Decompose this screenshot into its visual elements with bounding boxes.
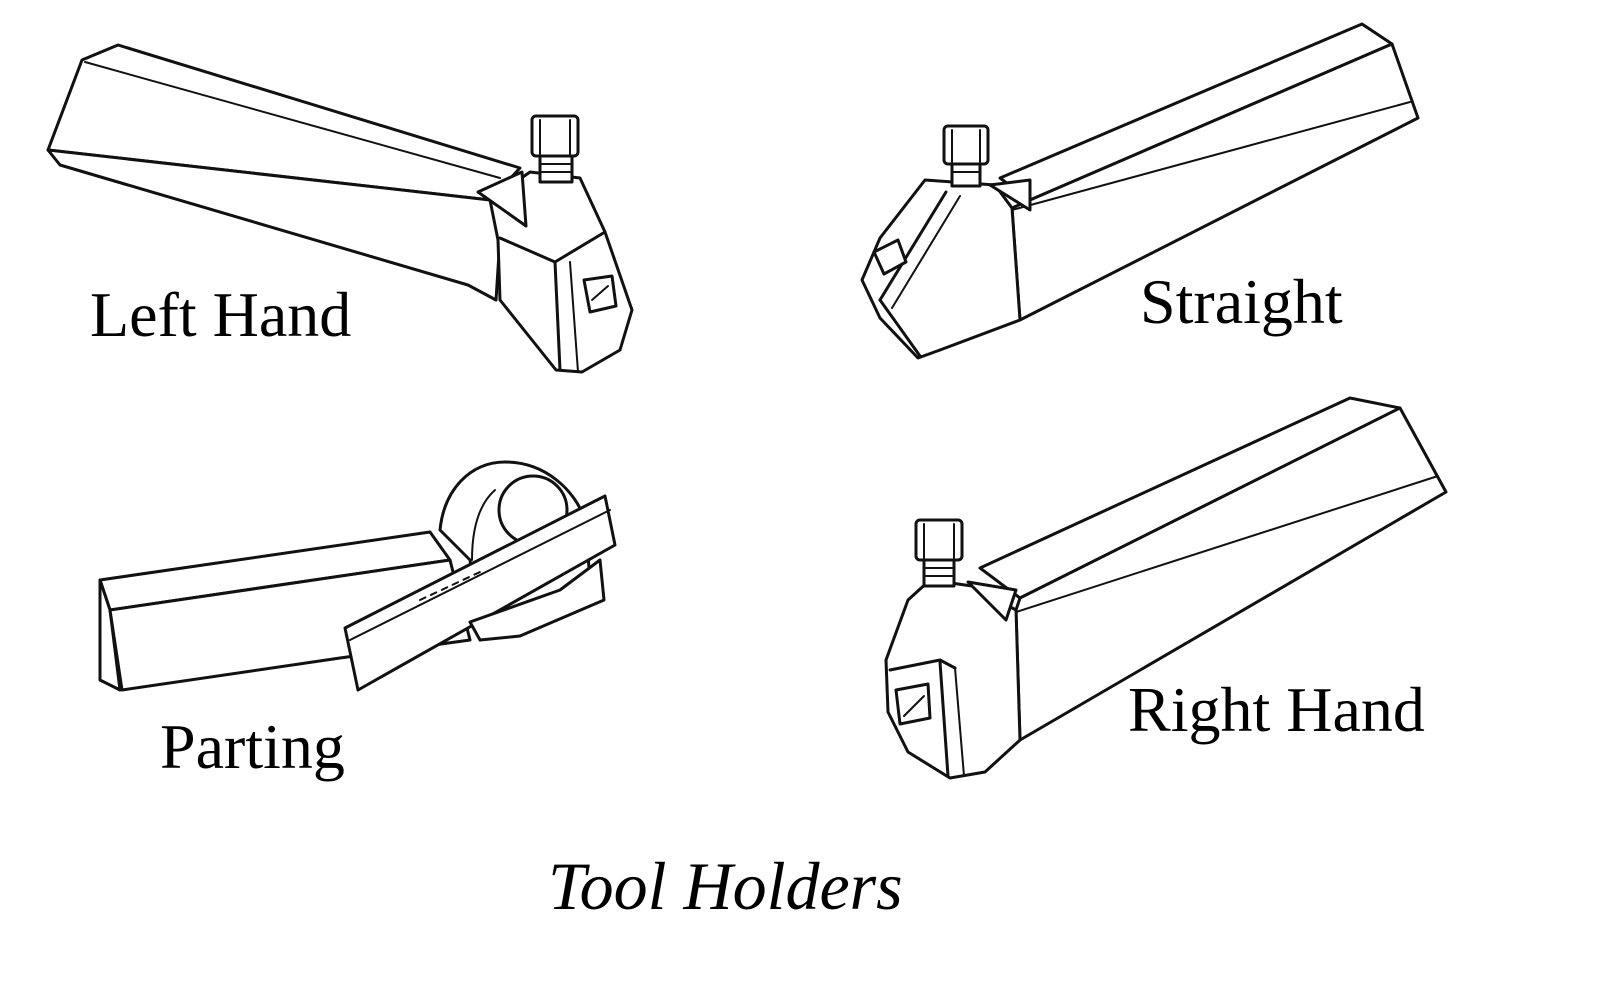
label-right-hand: Right Hand — [1128, 674, 1425, 745]
straight-tool-holder — [860, 22, 1420, 360]
label-straight: Straight — [1140, 266, 1343, 337]
diagram-title: Tool Holders — [548, 848, 903, 924]
left-hand-tool-holder — [46, 43, 634, 374]
label-left-hand: Left Hand — [90, 279, 352, 350]
parting-tool-holder — [98, 460, 617, 692]
label-parting: Parting — [160, 711, 345, 782]
right-hand-tool-holder — [884, 396, 1448, 780]
